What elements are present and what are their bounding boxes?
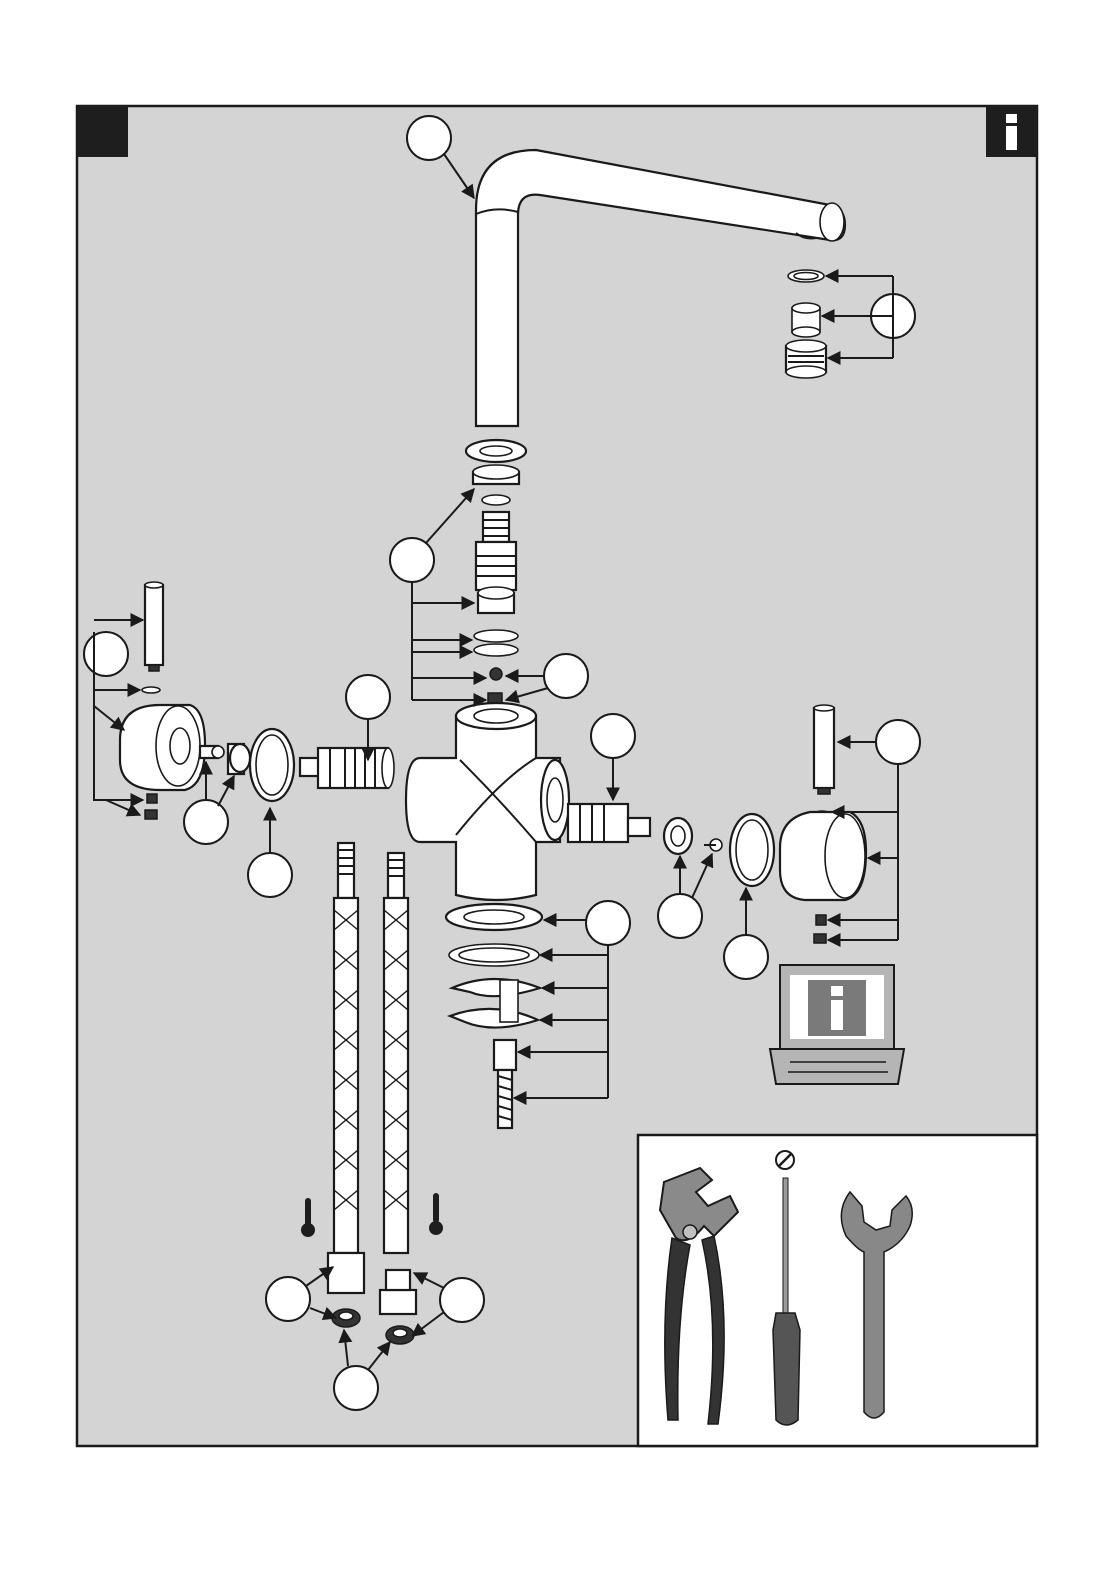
tools-panel — [638, 1135, 1037, 1446]
laptop-info-icon — [770, 965, 904, 1084]
slotted-screw-icon — [776, 1151, 794, 1169]
corner-block — [77, 106, 128, 157]
info-icon — [986, 106, 1037, 157]
